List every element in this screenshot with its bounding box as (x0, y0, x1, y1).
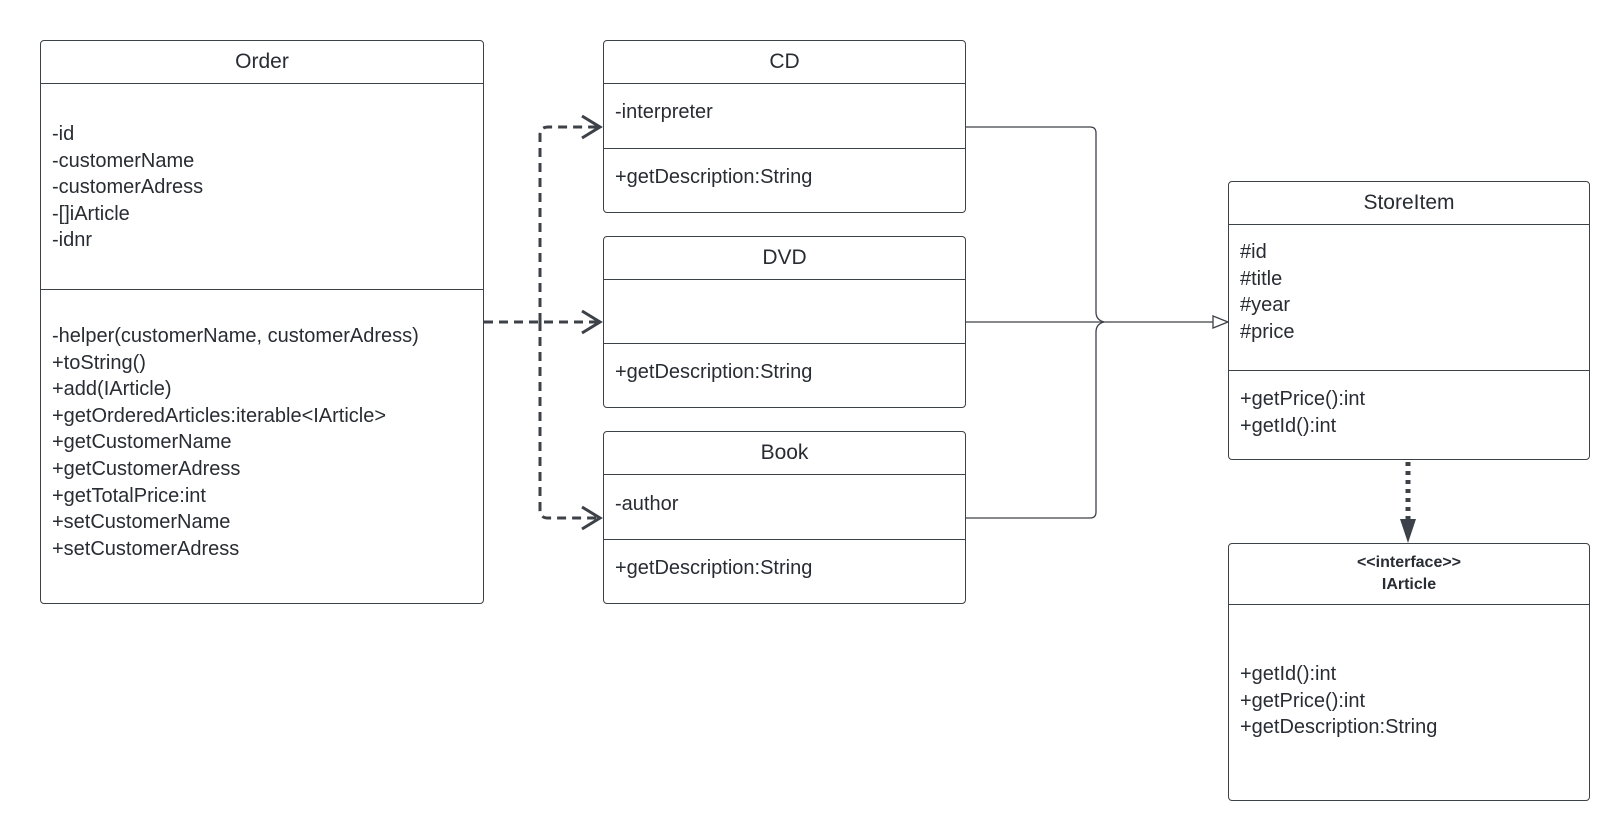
class-storeitem-attributes: #id #title #year #price (1229, 224, 1589, 370)
interface-iarticle-name: IArticle (1381, 576, 1437, 593)
class-cd[interactable]: CD -interpreter +getDescription:String (603, 40, 966, 213)
method: +getDescription:String (615, 166, 813, 188)
method: +getDescription:String (1240, 716, 1438, 739)
method: +getDescription:String (615, 361, 813, 383)
class-storeitem-name: StoreItem (1229, 182, 1589, 225)
hollow-triangle-arrowhead (1212, 315, 1230, 329)
method: +getCustomerName (52, 431, 232, 454)
method: +setCustomerName (52, 511, 231, 534)
class-storeitem-methods: +getPrice():int +getId():int (1229, 370, 1589, 459)
dependency-line-order-to-book (538, 322, 597, 520)
dependency-line-order-to-cd (538, 125, 597, 322)
class-order[interactable]: Order -id -customerName -customerAdress … (40, 40, 484, 604)
method: +getOrderedArticles:iterable<IArticle> (52, 404, 387, 427)
method: +getPrice():int (1240, 388, 1366, 410)
method: +setCustomerAdress (52, 537, 240, 560)
method: +getTotalPrice:int (52, 484, 206, 507)
class-dvd-name: DVD (604, 237, 965, 280)
method: +getDescription:String (615, 557, 813, 579)
inheritance-line-cd (966, 126, 1105, 323)
attribute: -interpreter (615, 101, 713, 123)
attribute: #id (1240, 241, 1267, 263)
attribute: -customerName (52, 149, 195, 172)
open-arrowhead-dvd (581, 309, 603, 335)
attribute: #title (1240, 267, 1283, 290)
class-storeitem[interactable]: StoreItem #id #title #year #price +getPr… (1228, 181, 1590, 460)
method: +toString() (52, 351, 146, 374)
class-cd-name: CD (604, 41, 965, 84)
method: -helper(customerName, customerAdress) (52, 325, 419, 347)
method: +add(IArticle) (52, 378, 172, 401)
class-dvd[interactable]: DVD +getDescription:String (603, 236, 966, 408)
attribute: #price (1240, 320, 1295, 343)
attribute: -author (615, 493, 679, 515)
filled-arrowhead (1400, 519, 1416, 543)
interface-stereotype: <<interface>> (1356, 554, 1462, 571)
method: +getId():int (1240, 663, 1337, 685)
class-book-name: Book (604, 432, 965, 475)
interface-iarticle-header: <<interface>> IArticle (1229, 544, 1589, 605)
method: +getPrice():int (1240, 689, 1366, 712)
class-book-methods: +getDescription:String (604, 539, 965, 603)
open-arrowhead-cd (581, 114, 603, 140)
class-order-methods: -helper(customerName, customerAdress) +t… (41, 289, 483, 603)
attribute: -id (52, 123, 75, 145)
inheritance-line-book (966, 321, 1105, 519)
class-order-attributes: -id -customerName -customerAdress -[]iAr… (41, 83, 483, 289)
class-cd-attributes: -interpreter (604, 83, 965, 148)
interface-iarticle-methods: +getId():int +getPrice():int +getDescrip… (1229, 604, 1589, 800)
attribute: -customerAdress (52, 176, 204, 199)
attribute: #year (1240, 294, 1291, 317)
attribute: -idnr (52, 229, 93, 252)
class-cd-methods: +getDescription:String (604, 148, 965, 212)
class-dvd-methods: +getDescription:String (604, 343, 965, 407)
interface-iarticle[interactable]: <<interface>> IArticle +getId():int +get… (1228, 543, 1590, 801)
class-dvd-attributes (604, 279, 965, 343)
open-arrowhead-book (581, 505, 603, 531)
method: +getCustomerAdress (52, 457, 241, 480)
class-book[interactable]: Book -author +getDescription:String (603, 431, 966, 604)
class-book-attributes: -author (604, 474, 965, 539)
attribute: -[]iArticle (52, 202, 130, 225)
class-order-name: Order (41, 41, 483, 84)
method: +getId():int (1240, 414, 1337, 437)
